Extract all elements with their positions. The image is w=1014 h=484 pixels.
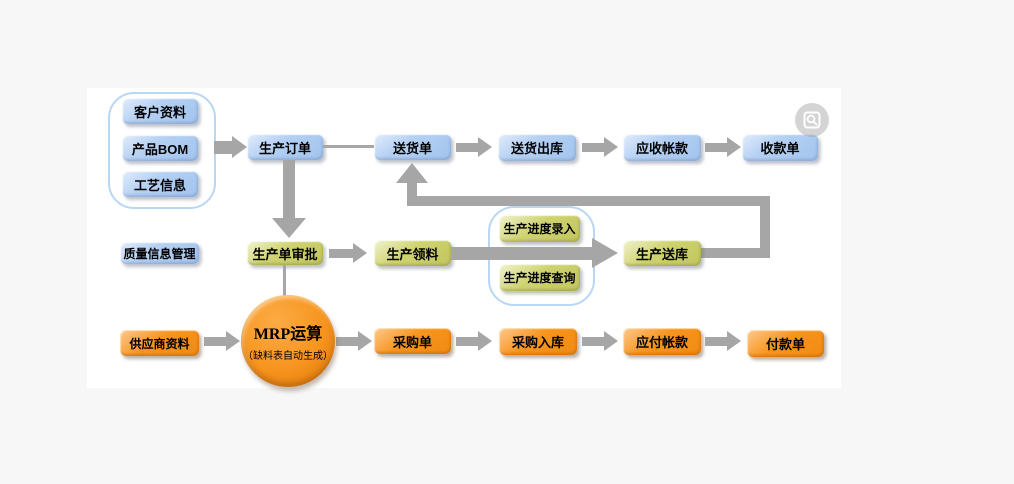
node-accounts-receivable: 应收帐款 bbox=[623, 134, 701, 161]
line-approval-to-mrp bbox=[283, 265, 286, 297]
node-production-material-requisition: 生产领料 bbox=[374, 240, 451, 266]
node-supplier-info: 供应商资料 bbox=[120, 330, 199, 356]
magnifier-glyph bbox=[803, 111, 821, 129]
node-mrp-calculation: MRP运算 （缺料表自动生成） bbox=[241, 295, 335, 387]
node-customer-info: 客户资料 bbox=[122, 98, 198, 124]
mrp-subtitle: （缺料表自动生成） bbox=[243, 351, 333, 362]
node-payment-note: 付款单 bbox=[747, 330, 824, 357]
arrow-supplier-to-mrp bbox=[204, 331, 240, 351]
node-production-progress-entry: 生产进度录入 bbox=[499, 215, 580, 242]
arrow-production-order-to-approval-shaft bbox=[283, 160, 295, 218]
node-delivery-outbound: 送货出库 bbox=[498, 134, 576, 161]
node-accounts-payable: 应付帐款 bbox=[623, 328, 701, 355]
node-process-info: 工艺信息 bbox=[122, 171, 198, 197]
arrow-receivable-to-receipt bbox=[705, 137, 741, 157]
arrow-mrp-to-purchase-order bbox=[336, 331, 372, 351]
feedback-segment-top bbox=[407, 196, 770, 206]
node-production-delivery-to-warehouse: 生产送库 bbox=[623, 240, 701, 266]
node-purchase-inbound: 采购入库 bbox=[499, 328, 577, 355]
feedback-segment-vertical bbox=[760, 198, 770, 258]
node-production-order-approval: 生产单审批 bbox=[247, 241, 323, 265]
feedback-segment-right bbox=[700, 248, 770, 258]
arrow-production-order-to-approval-head bbox=[272, 218, 306, 238]
arrow-requisition-to-warehouse bbox=[451, 238, 618, 268]
node-production-progress-query: 生产进度查询 bbox=[499, 264, 580, 291]
node-receipt-note: 收款单 bbox=[742, 134, 818, 161]
arrow-approval-to-requisition bbox=[329, 243, 367, 263]
feedback-arrow-shaft bbox=[407, 183, 417, 203]
mrp-title: MRP运算 bbox=[253, 326, 323, 343]
node-delivery-note: 送货单 bbox=[374, 134, 451, 160]
arrow-outbound-to-receivable bbox=[582, 137, 618, 157]
line-production-order-to-delivery-note bbox=[323, 145, 374, 148]
arrow-purchase-order-to-inbound bbox=[456, 331, 492, 351]
feedback-arrow-head bbox=[396, 163, 428, 183]
node-purchase-order: 采购单 bbox=[374, 328, 451, 354]
arrow-payable-to-payment bbox=[705, 331, 741, 351]
preview-icon[interactable] bbox=[795, 103, 829, 137]
node-product-bom: 产品BOM bbox=[122, 135, 198, 161]
node-production-order: 生产订单 bbox=[247, 134, 323, 160]
arrow-inbound-to-payable bbox=[582, 331, 618, 351]
arrow-basedata-to-production-order bbox=[214, 136, 247, 158]
node-quality-info-mgmt: 质量信息管理 bbox=[120, 242, 199, 264]
arrow-delivery-note-to-outbound bbox=[456, 137, 492, 157]
